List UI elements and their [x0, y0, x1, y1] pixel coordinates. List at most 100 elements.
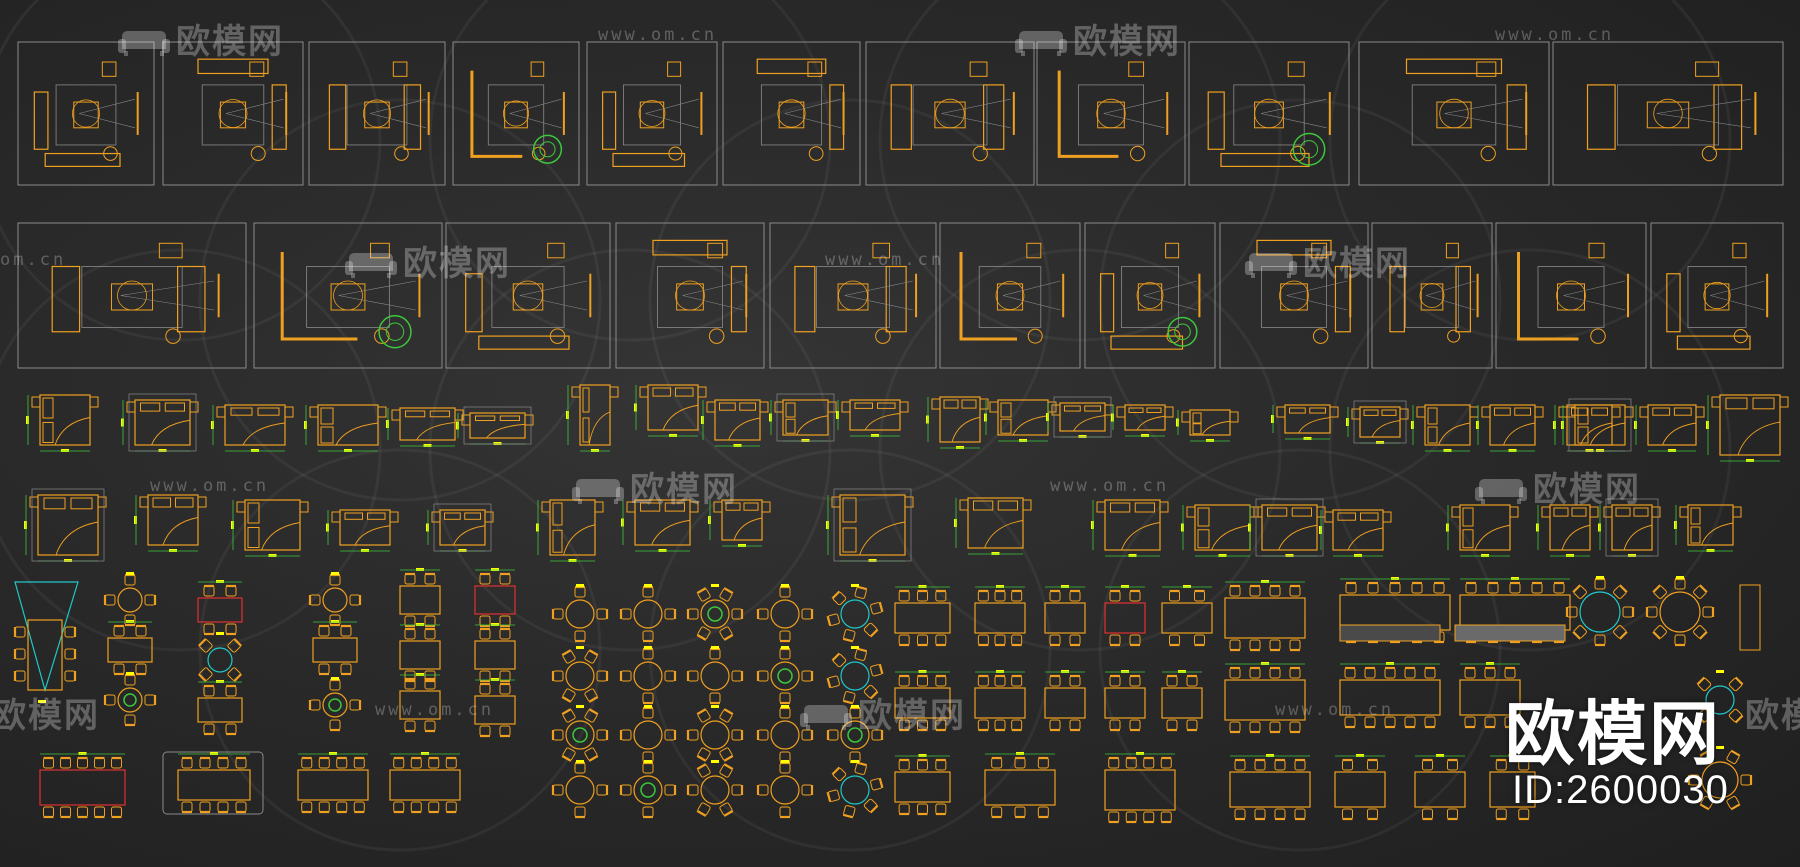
living-layout-block — [308, 41, 446, 186]
rect-dining-set — [1459, 662, 1521, 729]
rect-dining-set — [974, 670, 1026, 732]
round-dining-set — [551, 705, 609, 762]
bed-block — [1411, 404, 1479, 452]
round-dining-set — [686, 646, 744, 705]
rect-dining-set — [177, 752, 251, 814]
rect-dining-set — [399, 568, 441, 628]
living-layout-block — [1358, 41, 1550, 186]
watermark-logo: 欧模网 — [800, 688, 966, 737]
rect-dining-set — [197, 680, 243, 736]
rect-dining-set — [984, 752, 1056, 819]
bed-block — [1598, 498, 1661, 557]
round-dining-set — [826, 760, 884, 819]
bed-block — [304, 404, 387, 452]
rect-dining-set — [1339, 662, 1441, 729]
watermark-url: www.om.cn — [1495, 25, 1615, 45]
watermark-url: www.om.cn — [1050, 476, 1170, 496]
rect-dining-set — [474, 623, 516, 683]
bed-block — [826, 488, 914, 562]
round-dining-set — [686, 584, 744, 641]
round-dining-set — [686, 760, 744, 817]
watermark-logo: 欧模网 — [1015, 14, 1181, 63]
brand-title: 欧模网 — [1505, 693, 1721, 775]
living-layout-block — [939, 222, 1081, 369]
bed-block — [326, 509, 399, 552]
rect-dining-set — [474, 568, 516, 628]
round-dining-set — [619, 760, 677, 819]
living-layout-block — [1084, 222, 1216, 369]
bed-block — [926, 396, 989, 449]
living-layout-block — [722, 41, 861, 186]
bed-block — [1176, 409, 1239, 442]
bed-block — [1046, 396, 1114, 438]
bed-block — [954, 497, 1032, 555]
rect-dining-set — [974, 585, 1026, 647]
bed-block — [621, 499, 699, 552]
bed-block — [1248, 498, 1326, 557]
rect-dining-set — [39, 752, 126, 819]
sofa-logo-icon — [572, 474, 624, 504]
bed-block — [1091, 499, 1169, 557]
bed-block — [536, 499, 604, 562]
rect-dining-set — [894, 754, 951, 816]
bed-block — [1476, 404, 1544, 452]
living-layout-block — [1219, 222, 1369, 369]
bed-block — [456, 406, 534, 445]
bed-block — [1111, 404, 1174, 437]
rect-dining-set — [1414, 754, 1466, 821]
rect-dining-set — [1334, 754, 1386, 821]
bed-block — [1634, 404, 1705, 452]
living-room-layouts-row-2 — [17, 222, 1784, 369]
living-layout-block — [162, 41, 304, 186]
living-layout-block — [1188, 41, 1350, 186]
round-dining-set — [551, 584, 609, 643]
sofa-logo-icon — [1245, 248, 1297, 278]
living-layout-block — [586, 41, 718, 186]
bed-block — [211, 404, 294, 452]
watermark-logo: 欧模网 — [118, 14, 284, 63]
rect-dining-set — [1161, 585, 1213, 647]
living-layout-block — [1650, 222, 1784, 369]
bed-block — [24, 488, 107, 562]
rect-dining-set — [389, 752, 461, 814]
watermark-circles — [0, 0, 1732, 852]
rect-dining-set — [399, 623, 441, 683]
bed-block — [231, 499, 309, 557]
rect-dining-set — [1224, 580, 1306, 652]
round-dining-set — [1565, 576, 1635, 647]
round-dining-set — [103, 672, 157, 727]
bed-block — [1561, 398, 1634, 452]
round-dining-set — [619, 584, 677, 643]
living-layout-block — [1371, 222, 1493, 369]
rect-dining-set — [399, 673, 441, 733]
living-layout-block — [1552, 41, 1784, 186]
round-dining-set — [1696, 670, 1744, 724]
living-layout-block — [452, 41, 580, 186]
round-dining-set — [551, 760, 609, 819]
rect-dining-set — [1161, 670, 1203, 732]
living-layout-block — [253, 222, 443, 369]
rect-dining-set — [297, 752, 369, 814]
watermark-url: www.om.cn — [1275, 700, 1395, 720]
watermark-logo: 欧模网 — [0, 696, 100, 736]
bed-block — [701, 399, 769, 447]
sofa-logo-icon — [800, 700, 852, 730]
bed-block — [634, 384, 707, 437]
bed-block — [1181, 504, 1259, 557]
bed-block — [26, 394, 99, 452]
sofa-logo-icon — [118, 26, 170, 56]
bed-block — [1446, 504, 1519, 557]
rect-dining-set — [197, 580, 243, 636]
bed-block — [566, 384, 619, 452]
watermark-logo: 欧模网 — [572, 462, 738, 511]
rect-dining-set — [474, 678, 516, 738]
round-dining-set — [308, 572, 362, 627]
living-layout-block — [17, 222, 247, 369]
watermark-logo: 欧模网 — [1475, 462, 1641, 511]
bedroom-blocks-row-1 — [26, 384, 1789, 462]
living-room-layouts-row-1 — [17, 41, 1784, 186]
bed-block — [386, 407, 464, 447]
round-dining-set — [756, 760, 814, 819]
bed-block — [134, 494, 207, 552]
